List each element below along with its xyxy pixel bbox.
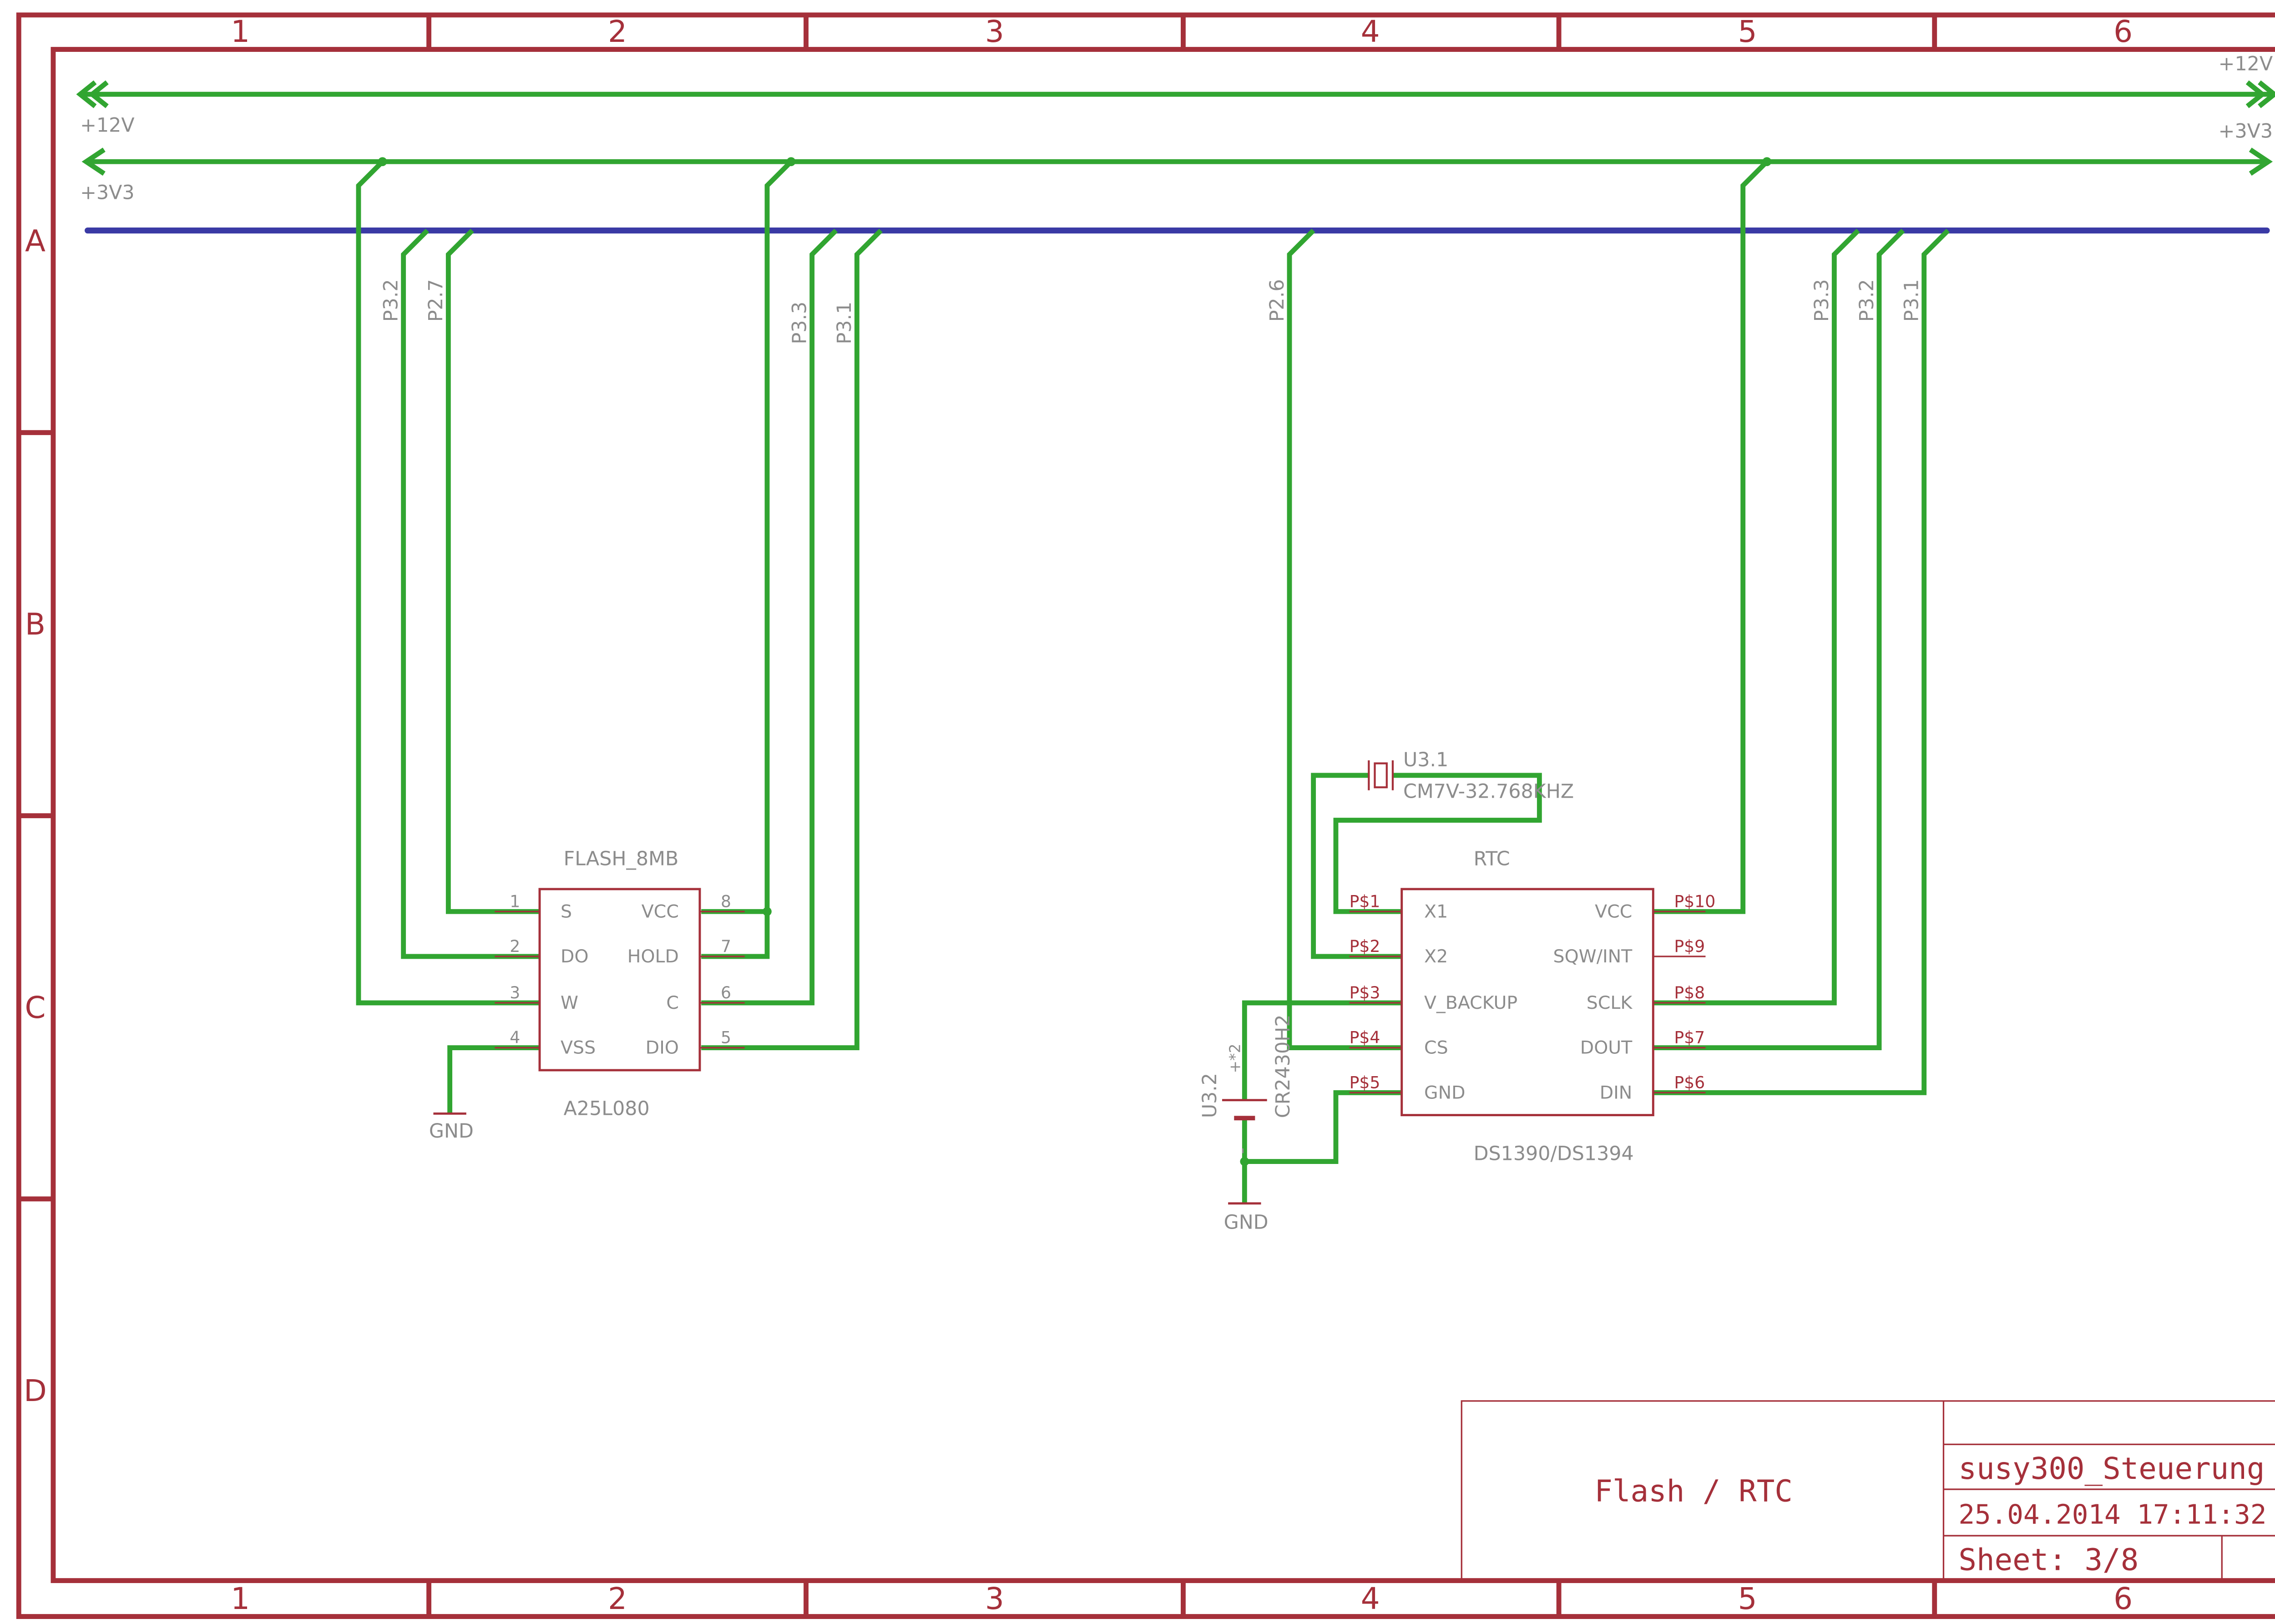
pin-name: VSS [561, 1037, 596, 1058]
crystal-name: U3.1 [1403, 749, 1448, 771]
sheet-number: Sheet: 3/8 [1958, 1543, 2138, 1578]
pin-name: C [666, 992, 679, 1013]
flash-chip: FLASH_8MB A25L080 1 2 3 4 S DO W VSS 8 7… [495, 847, 745, 1120]
pin-number: P$2 [1350, 936, 1380, 956]
col-label-top: 3 [985, 14, 1004, 49]
battery-u3-2: +*2 - U3.2 CR2430H2 [1198, 1014, 1294, 1154]
supply-12v-left-label: +12V [80, 114, 134, 137]
zone-labels: 1 2 3 4 5 6 1 2 3 4 5 6 A B C D A B C D [24, 14, 2133, 1616]
title-block: Flash / RTC susy300_Steuerung 25.04.2014… [1461, 1400, 2275, 1581]
pin-number: P$5 [1350, 1073, 1380, 1092]
pin-name: X1 [1424, 901, 1448, 922]
col-label-bottom: 3 [985, 1581, 1004, 1616]
gnd-label: GND [429, 1120, 474, 1143]
row-label-left: D [24, 1373, 47, 1408]
pin-number: P$7 [1674, 1028, 1705, 1047]
row-label-left: B [25, 607, 46, 642]
pin-number: P$6 [1674, 1073, 1705, 1092]
supply-3v3-rail: +3V3 +3V3 [80, 120, 2273, 204]
drawing-frame [16, 12, 2275, 1619]
pin-name: DO [561, 946, 588, 967]
net-label: P3.1 [833, 302, 856, 344]
battery-name: U3.2 [1198, 1073, 1221, 1118]
wires [356, 160, 1950, 1204]
flash-gnd-symbol: GND [429, 1112, 474, 1143]
pin-number: 8 [721, 891, 731, 911]
project-name: susy300_Steuerung [1958, 1451, 2265, 1486]
col-label-top: 4 [1361, 14, 1380, 49]
supply-12v-right-label: +12V [2219, 53, 2273, 76]
crystal-u3-1: U3.1 CM7V-32.768KHZ [1368, 749, 1574, 803]
col-label-bottom: 2 [608, 1581, 627, 1616]
bus-signal-labels: P3.2 P2.7 P3.3 P3.1 P2.6 P3.3 P3.2 P3.1 [380, 279, 1923, 344]
rtc-chip-name: RTC [1474, 847, 1510, 870]
net-label: P3.2 [1855, 279, 1878, 322]
pin-number: P$3 [1350, 983, 1380, 1002]
pin-name: HOLD [627, 946, 679, 967]
net-label: P3.3 [1810, 279, 1833, 322]
pin-name: V_BACKUP [1424, 992, 1517, 1013]
flash-chip-name: FLASH_8MB [564, 847, 679, 870]
rtc-chip-value: DS1390/DS1394 [1474, 1142, 1634, 1165]
pin-name: DIO [646, 1037, 679, 1058]
battery-minus-label: - [1231, 1148, 1252, 1154]
net-label: P3.1 [1901, 279, 1923, 322]
flash-chip-value: A25L080 [564, 1098, 650, 1120]
pin-name: VCC [642, 901, 679, 922]
pin-number: 5 [721, 1028, 731, 1047]
net-label: P2.7 [425, 279, 447, 322]
gnd-label: GND [1224, 1211, 1269, 1234]
pin-name: DOUT [1580, 1037, 1633, 1058]
rtc-chip: RTC DS1390/DS1394 P$1 P$2 P$3 P$4 P$5 X1… [1350, 847, 1716, 1165]
col-label-top: 2 [608, 14, 627, 49]
crystal-value: CM7V-32.768KHZ [1403, 780, 1574, 803]
pin-number: 4 [510, 1028, 520, 1047]
sheet-title: Flash / RTC [1594, 1473, 1793, 1508]
pin-name: X2 [1424, 946, 1448, 967]
col-label-bottom: 1 [231, 1581, 250, 1616]
supply-12v-rail: +12V +12V [76, 53, 2275, 137]
supply-3v3-left-label: +3V3 [80, 181, 134, 204]
pin-name: CS [1424, 1037, 1448, 1058]
pin-name: SCLK [1587, 992, 1633, 1013]
pin-name: GND [1424, 1082, 1466, 1103]
col-label-top: 6 [2113, 14, 2133, 49]
pin-number: 6 [721, 983, 731, 1002]
net-label: P3.2 [380, 279, 403, 322]
row-label-left: C [25, 990, 46, 1025]
row-label-left: A [25, 224, 46, 259]
pin-number: 3 [510, 983, 520, 1002]
supply-3v3-right-label: +3V3 [2219, 120, 2273, 143]
pin-number: P$10 [1674, 891, 1715, 911]
battery-plus-label: +*2 [1226, 1044, 1244, 1073]
pin-number: P$1 [1350, 891, 1380, 911]
col-label-bottom: 6 [2113, 1581, 2133, 1616]
junction-dot [763, 907, 772, 916]
pin-name: VCC [1595, 901, 1632, 922]
pin-name: DIN [1600, 1082, 1633, 1103]
col-label-top: 1 [231, 14, 250, 49]
battery-gnd-symbol: GND [1224, 1202, 1269, 1234]
pin-number: 2 [510, 936, 520, 956]
col-label-top: 5 [1738, 14, 1757, 49]
pin-number: 7 [721, 936, 731, 956]
junction-dot [1240, 1157, 1249, 1166]
pin-name: SQW/INT [1553, 946, 1633, 967]
net-label: P3.3 [789, 302, 811, 344]
pin-name: S [561, 901, 572, 922]
pin-number: P$8 [1674, 983, 1705, 1002]
col-label-bottom: 5 [1738, 1581, 1757, 1616]
pin-name: W [561, 992, 578, 1013]
net-label: P2.6 [1266, 279, 1289, 322]
pin-number: P$4 [1350, 1028, 1380, 1047]
col-label-bottom: 4 [1361, 1581, 1380, 1616]
pin-number: P$9 [1674, 936, 1705, 956]
print-datetime: 25.04.2014 17:11:32 [1958, 1499, 2266, 1530]
battery-value: CR2430H2 [1272, 1014, 1294, 1118]
pin-number: 1 [510, 891, 520, 911]
